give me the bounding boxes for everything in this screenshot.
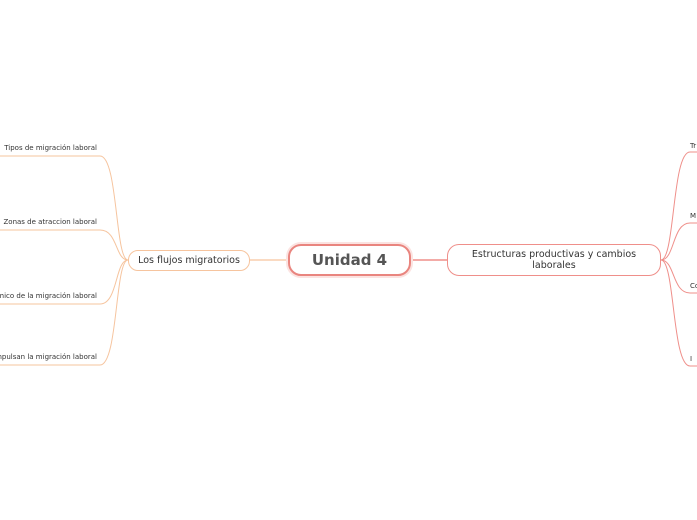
subtopic-label: Co <box>690 282 697 290</box>
subtopic-right-2[interactable]: M <box>690 212 696 221</box>
subtopic-label: I <box>690 355 693 363</box>
main-topic-label: Los flujos migratorios <box>138 255 240 266</box>
link-right-4 <box>660 259 697 367</box>
subtopic-label: M <box>690 212 697 220</box>
link-left-2 <box>0 229 129 261</box>
subtopic-right-1[interactable]: Tr <box>690 142 696 151</box>
link-right-2 <box>660 222 697 261</box>
main-topic-flujos-migratorios[interactable]: Los flujos migratorios <box>128 250 250 271</box>
subtopic-impacto-economico[interactable]: mico de la migración laboral <box>0 292 97 301</box>
central-topic-label: Unidad 4 <box>311 251 388 269</box>
subtopic-right-4[interactable]: I <box>690 355 692 364</box>
subtopic-label: Tr <box>690 142 697 150</box>
subtopic-tipos-migracion[interactable]: Tipos de migración laboral <box>4 144 97 153</box>
subtopic-label: mico de la migración laboral <box>0 292 97 300</box>
main-topic-estructuras-productivas[interactable]: Estructuras productivas y cambios labora… <box>447 244 661 276</box>
central-topic[interactable]: Unidad 4 <box>288 244 411 276</box>
link-left-1 <box>0 155 129 261</box>
link-right-1 <box>660 151 697 261</box>
link-left-4 <box>0 259 129 366</box>
subtopic-label: Zonas de atraccion laboral <box>3 218 97 226</box>
subtopic-zonas-atraccion[interactable]: Zonas de atraccion laboral <box>3 218 97 227</box>
subtopic-right-3[interactable]: Co <box>690 282 697 291</box>
subtopic-label: Tipos de migración laboral <box>4 144 97 152</box>
subtopic-factores-impulsan[interactable]: npulsan la migración laboral <box>0 353 97 362</box>
subtopic-label: npulsan la migración laboral <box>0 353 97 361</box>
main-topic-label: Estructuras productivas y cambios labora… <box>471 249 637 271</box>
